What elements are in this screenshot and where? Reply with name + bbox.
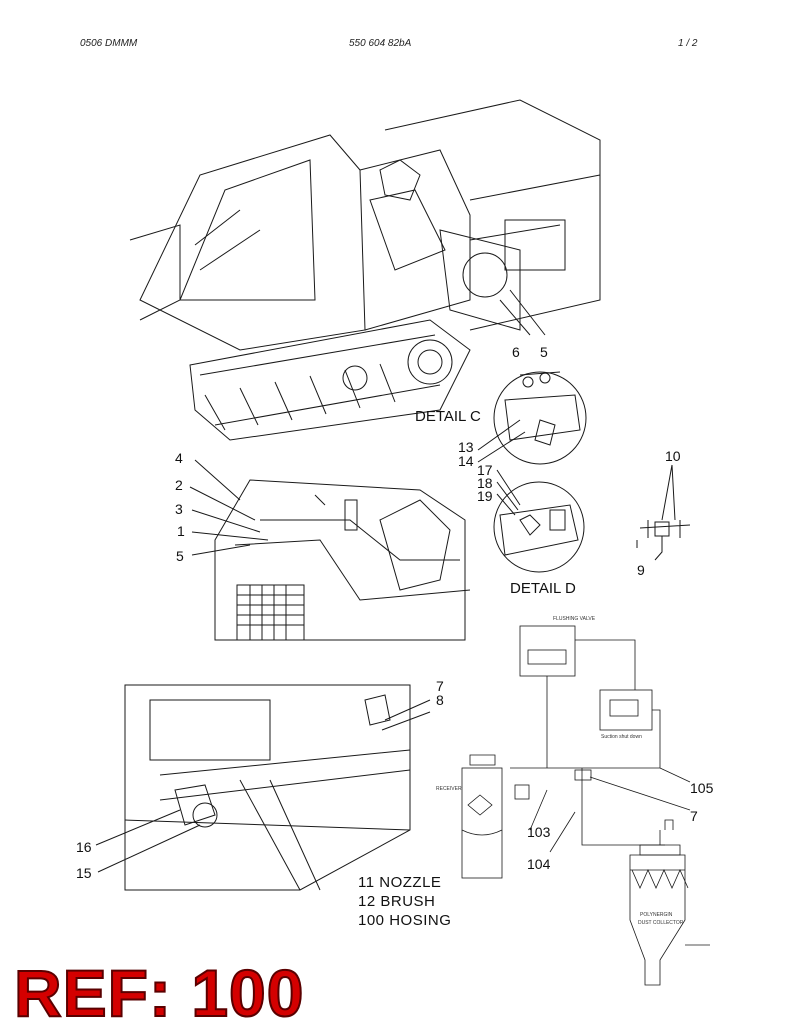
callout-15: 15 (76, 865, 92, 881)
suction-shut-down-label: Suction shut down (601, 734, 642, 740)
callout-7-schematic: 7 (690, 808, 698, 824)
callout-3: 3 (175, 501, 183, 517)
callout-16: 16 (76, 839, 92, 855)
callout-105: 105 (690, 780, 714, 796)
callout-7: 7 (436, 678, 444, 694)
callout-18: 18 (477, 475, 493, 491)
collector-label-2: DUST COLLECTOR (638, 920, 684, 926)
callout-104: 104 (527, 856, 551, 872)
part-number: 550 604 82bA (349, 38, 412, 49)
page-number: 1 / 2 (678, 38, 698, 49)
legend-item: 11 NOZZLE (358, 874, 442, 891)
collector-label-1: POLYNERGIN (640, 912, 673, 918)
callout-19: 19 (477, 488, 493, 504)
nozzle-illustration (636, 464, 691, 561)
callout-10: 10 (665, 448, 681, 464)
callout-5: 5 (540, 344, 548, 360)
detail-d-title: DETAIL D (510, 580, 576, 597)
legend-item: 12 BRUSH (358, 893, 436, 910)
callout-103: 103 (527, 824, 551, 840)
callout-8: 8 (436, 692, 444, 708)
callout-6: 6 (512, 344, 520, 360)
callout-4: 4 (175, 450, 183, 466)
drill-rig-illustration (129, 99, 601, 441)
pneumatic-schematic (461, 625, 710, 986)
engine-illustration (189, 459, 471, 641)
callout-9: 9 (637, 562, 645, 578)
detail-c-title: DETAIL C (415, 408, 481, 425)
callout-5-engine: 5 (176, 548, 184, 564)
receiver-label: RECEIVER (436, 786, 462, 792)
detail-d-illustration (493, 469, 585, 573)
callout-14: 14 (458, 453, 474, 469)
callout-17: 17 (477, 462, 493, 478)
callout-2: 2 (175, 477, 183, 493)
flushing-valve-label: FLUSHING VALVE (553, 616, 596, 622)
callout-1: 1 (177, 523, 185, 539)
valve-block-illustration (95, 684, 431, 891)
callout-13: 13 (458, 439, 474, 455)
legend-item: 100 HOSING (358, 912, 452, 929)
detail-c-illustration (477, 371, 587, 465)
doc-code: 0506 DMMM (80, 38, 138, 49)
reference-label: REF: 100 (13, 956, 305, 1030)
